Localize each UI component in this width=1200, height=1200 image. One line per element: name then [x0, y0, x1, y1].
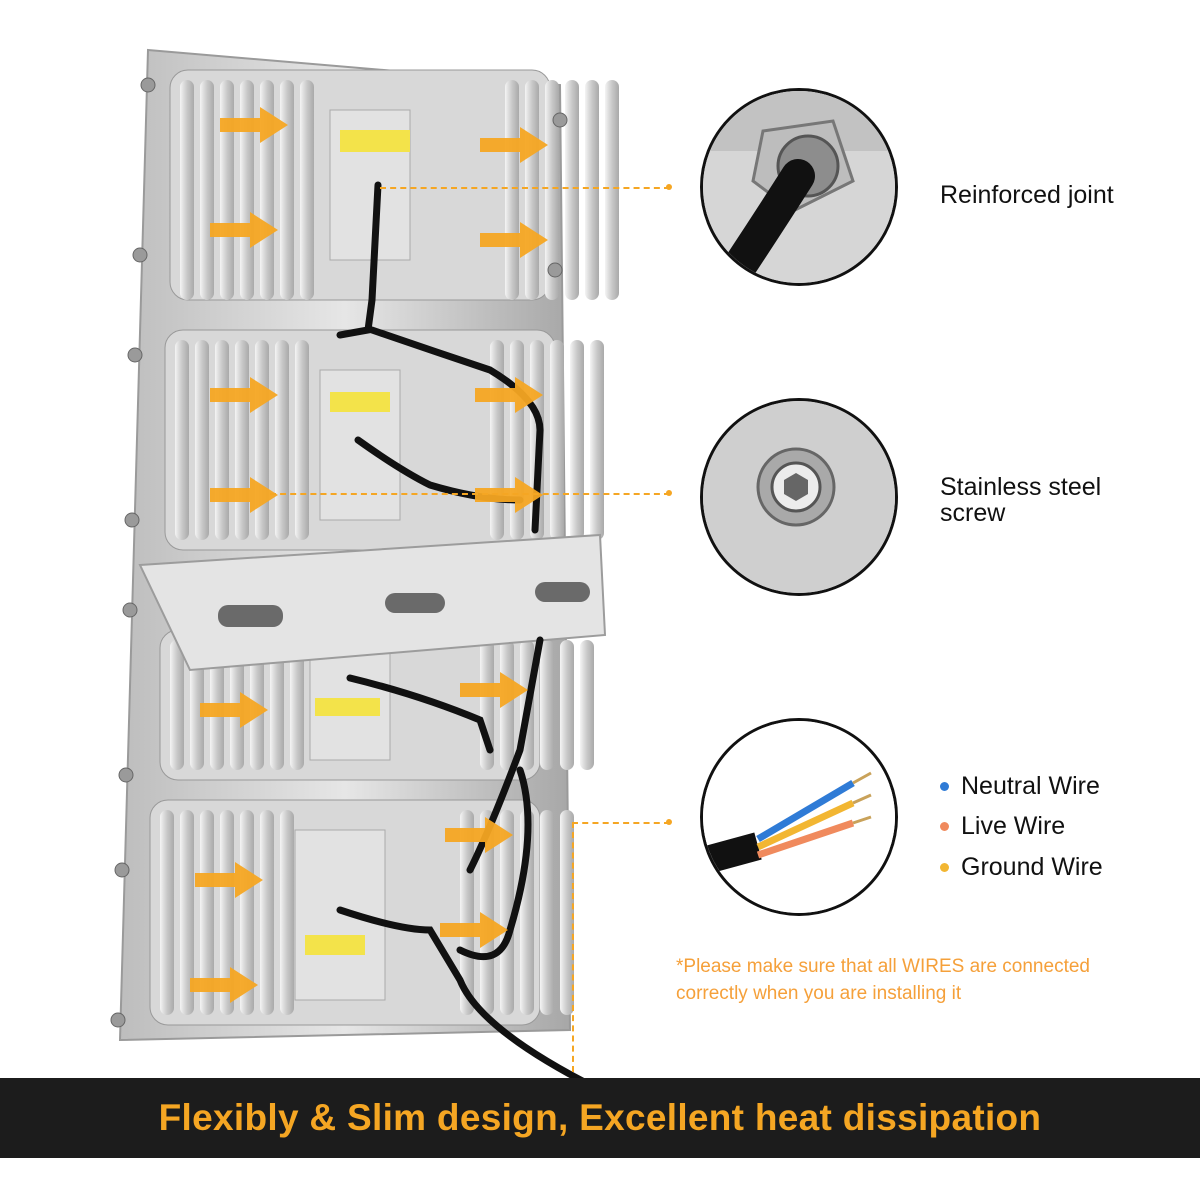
- leader-line-joint: [380, 187, 670, 189]
- screw-label-line1: Stainless steel: [940, 473, 1102, 501]
- airflow-arrow: [475, 477, 543, 513]
- fin: [180, 810, 194, 1015]
- legend-live-wire: Live Wire: [940, 812, 1065, 841]
- neutral-wire-dot: [940, 782, 949, 791]
- driver-boxes: [294, 109, 411, 1001]
- airflow-arrow: [200, 692, 268, 728]
- warning-stickers: [305, 130, 410, 955]
- fin: [200, 80, 214, 300]
- note-line2: correctly when you are installing it: [676, 983, 962, 1004]
- side-bolts: [110, 77, 568, 1028]
- floodlight-product-image: [110, 48, 619, 1090]
- leader-line-wire-vertical: [572, 822, 574, 1072]
- airflow-arrows: [190, 107, 548, 1003]
- fin: [215, 340, 229, 540]
- airflow-arrow: [445, 817, 513, 853]
- screw-label-line2: screw: [940, 499, 1006, 527]
- neutral-wire-label: Neutral Wire: [961, 772, 1100, 800]
- fin: [605, 80, 619, 300]
- airflow-arrow: [480, 222, 548, 258]
- fin: [240, 80, 254, 300]
- leader-dot-wire: [666, 819, 672, 825]
- airflow-arrow: [195, 862, 263, 898]
- fin: [190, 640, 204, 770]
- legend-ground-wire: Ground Wire: [940, 853, 1103, 882]
- fin: [505, 80, 519, 300]
- fin: [175, 340, 189, 540]
- note-line1: *Please make sure that all WIRES are con…: [676, 956, 1090, 977]
- fin: [160, 810, 174, 1015]
- fin: [580, 640, 594, 770]
- fin: [275, 340, 289, 540]
- leader-line-wire: [572, 822, 670, 824]
- fin: [260, 810, 274, 1015]
- screw-closeup-circle: [700, 398, 898, 596]
- banner-headline: Flexibly & Slim design, Excellent heat d…: [158, 1097, 1042, 1138]
- fin: [270, 640, 284, 770]
- fin: [240, 810, 254, 1015]
- airflow-arrow: [190, 967, 258, 1003]
- fin: [560, 810, 574, 1015]
- mounting-bracket: [138, 533, 607, 672]
- cables: [336, 181, 604, 1090]
- fin: [565, 80, 579, 300]
- fin: [170, 640, 184, 770]
- fin: [220, 80, 234, 300]
- live-wire-dot: [940, 822, 949, 831]
- leader-dot-screw: [666, 490, 672, 496]
- fin: [255, 340, 269, 540]
- fin: [550, 340, 564, 540]
- ground-wire-label: Ground Wire: [961, 853, 1103, 881]
- fin: [290, 640, 304, 770]
- legend-neutral-wire: Neutral Wire: [940, 772, 1100, 801]
- installation-note: *Please make sure that all WIRES are con…: [676, 953, 1156, 1007]
- bottom-banner: [0, 1078, 1200, 1158]
- fin: [280, 80, 294, 300]
- fin: [295, 340, 309, 540]
- fin: [480, 810, 494, 1015]
- airflow-arrow: [440, 912, 508, 948]
- fin: [195, 340, 209, 540]
- fin: [500, 810, 514, 1015]
- airflow-arrow: [210, 477, 278, 513]
- joint-closeup-circle: [700, 88, 898, 286]
- live-wire-label: Live Wire: [961, 812, 1066, 840]
- ground-wire-dot: [940, 863, 949, 872]
- fin: [300, 80, 314, 300]
- fin: [280, 810, 294, 1015]
- airflow-arrow: [210, 377, 278, 413]
- fin: [180, 80, 194, 300]
- fin: [570, 340, 584, 540]
- leader-line-screw: [270, 493, 670, 495]
- fin: [560, 640, 574, 770]
- leader-dot-joint: [666, 184, 672, 190]
- airflow-arrow: [210, 212, 278, 248]
- fin: [545, 80, 559, 300]
- fin: [540, 810, 554, 1015]
- airflow-arrow: [460, 672, 528, 708]
- wire-closeup-circle: [700, 718, 898, 916]
- fin: [235, 340, 249, 540]
- heat-sink-fins: [160, 80, 619, 1015]
- fin: [500, 640, 514, 770]
- fin: [200, 810, 214, 1015]
- fin: [525, 80, 539, 300]
- fin: [540, 640, 554, 770]
- fin: [590, 340, 604, 540]
- fin: [585, 80, 599, 300]
- airflow-arrow: [480, 127, 548, 163]
- airflow-arrow: [220, 107, 288, 143]
- joint-label: Reinforced joint: [940, 181, 1114, 209]
- airflow-arrow: [475, 377, 543, 413]
- fin: [220, 810, 234, 1015]
